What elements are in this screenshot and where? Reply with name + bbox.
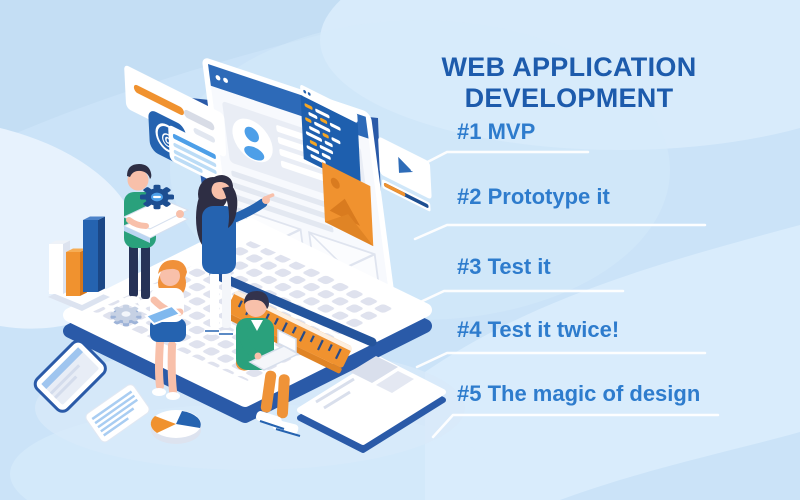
laptop-hinge [209,269,377,347]
wave-top-left [0,0,470,140]
sitting-woman-hair [158,260,187,278]
step-item-2: #2 Prototype it [457,184,610,209]
standing-man [122,164,190,307]
sitting-woman [144,260,187,400]
step-item-4: #4 Test it twice! [457,317,620,342]
smartphone-icon [33,339,107,413]
progress-fill [133,84,184,116]
chat-bubble-icon [168,125,222,193]
sitting-man-hair [244,291,269,309]
gear-flat-icon [110,304,142,327]
step-item-5: #5 The magic of design [457,381,701,406]
pie-chart-icon [150,410,201,444]
sitting-man [235,291,301,437]
wireframe-notebook [297,356,446,453]
avatar-icon [244,126,259,143]
step-item-3: #3 Test it [457,254,551,279]
book-stack [122,198,190,243]
step-item-1: #1 MVP [457,119,536,144]
tablet-in-hands [144,304,182,326]
lap-laptop [248,345,300,371]
code-editor-window [300,85,361,188]
document-icon [85,384,150,443]
code-lines [304,103,341,165]
pointing-woman-hair [210,175,233,191]
wave-blob-top-right [320,0,800,150]
pointing-woman [196,175,275,338]
play-icon [398,156,413,173]
gear-icon [140,184,174,210]
bar-chart-icon [48,216,110,311]
image-placeholder-icon [322,162,374,247]
wave-corner-bottom-right [560,432,800,500]
standing-man-hair [127,164,152,179]
page-title: WEB APPLICATION DEVELOPMENT [441,52,697,113]
progress-bar-card [124,65,227,157]
video-player-icon [378,137,432,212]
